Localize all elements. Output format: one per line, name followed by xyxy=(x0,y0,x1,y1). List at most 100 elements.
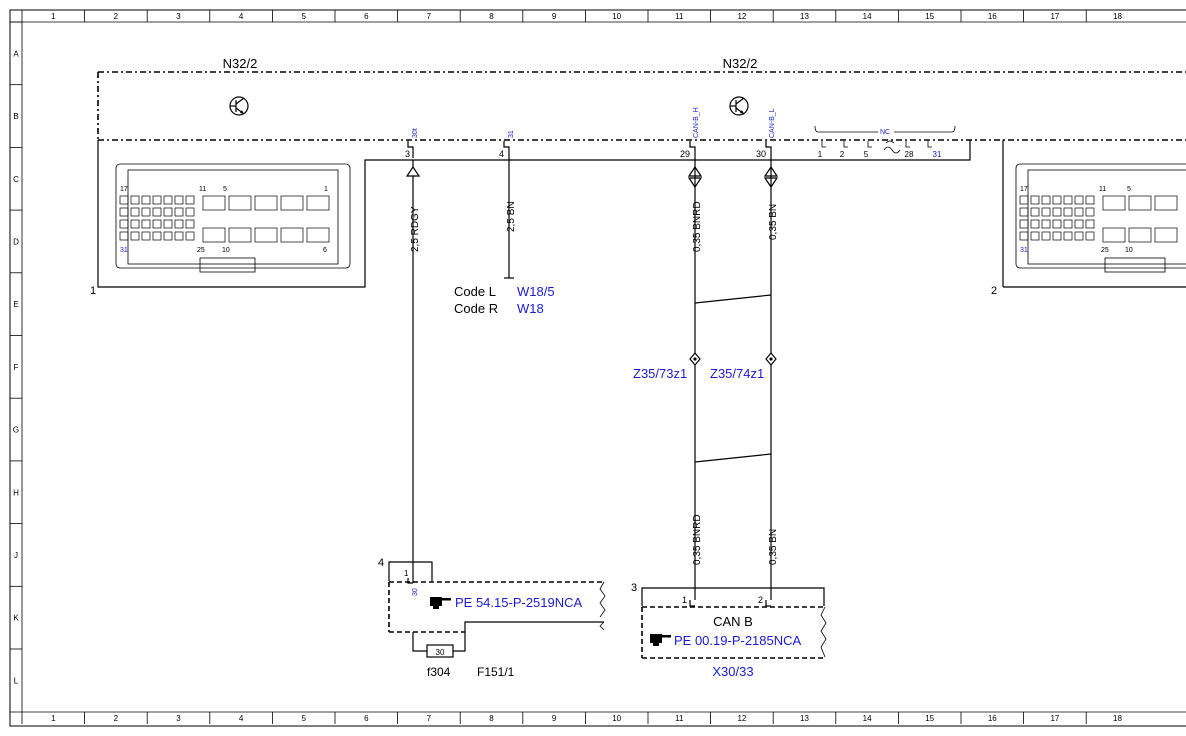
can-block-ref[interactable]: PE 00.19-P-2185NCA xyxy=(674,633,802,648)
connector-cavity xyxy=(1074,195,1084,205)
column-number: 8 xyxy=(489,12,494,21)
can-block-name[interactable]: X30/33 xyxy=(712,664,753,679)
nc-pin-1: 1 xyxy=(818,150,823,159)
column-number: 16 xyxy=(988,12,997,21)
column-number: 18 xyxy=(1113,12,1122,21)
pin-number-29: 29 xyxy=(680,149,690,159)
pointing-hand-icon xyxy=(650,634,671,646)
nc-label: NC xyxy=(880,129,890,136)
nc-pin-2: 2 xyxy=(840,150,845,159)
connector-cavity xyxy=(1041,219,1051,229)
connector-cavity xyxy=(1052,207,1062,217)
connector-cavity xyxy=(185,219,195,229)
row-letter: D xyxy=(13,237,19,246)
column-number: 10 xyxy=(612,714,621,723)
column-number: 16 xyxy=(988,714,997,723)
row-letter: G xyxy=(13,426,19,435)
connector-cavity xyxy=(1154,195,1178,211)
fuse-name: f304 xyxy=(427,665,451,679)
pointing-hand-icon xyxy=(430,597,451,609)
connector-cavity xyxy=(254,227,278,243)
connector-cavity xyxy=(152,231,162,241)
column-number: 13 xyxy=(800,714,809,723)
column-number: 3 xyxy=(176,714,181,723)
column-number: 15 xyxy=(925,12,934,21)
connector-cavity xyxy=(202,227,226,243)
connector-cavity xyxy=(306,195,330,211)
column-number: 6 xyxy=(364,12,369,21)
pin-label-31: 31 xyxy=(120,247,128,254)
wire-label-bn-upper: 0,35 BN xyxy=(768,204,779,240)
connector-cavity xyxy=(152,219,162,229)
connector-cavity xyxy=(1030,195,1040,205)
connector-cavity xyxy=(174,195,184,205)
connector-cavity xyxy=(1052,195,1062,205)
can-block-index: 3 xyxy=(631,582,637,594)
wire-label-bn-lower: 0,35 BN xyxy=(768,529,779,565)
transistor-icon xyxy=(229,96,249,116)
connector-cavity xyxy=(130,195,140,205)
splice-icon xyxy=(689,352,701,366)
column-number: 4 xyxy=(239,714,244,723)
column-number: 1 xyxy=(51,12,56,21)
splice-label-right[interactable]: Z35/74z1 xyxy=(710,366,764,381)
pin-4 xyxy=(503,141,514,279)
pin-number-3: 3 xyxy=(405,149,410,159)
connector-cavity xyxy=(185,207,195,217)
connector-cavity xyxy=(141,231,151,241)
column-number: 5 xyxy=(301,714,306,723)
column-number: 14 xyxy=(863,12,872,21)
connector-cavity xyxy=(141,195,151,205)
connector-cavity xyxy=(254,195,278,211)
connector-cavity xyxy=(119,219,129,229)
row-letter: B xyxy=(13,112,18,121)
code-l-label: Code L xyxy=(454,284,496,299)
connector-cavity xyxy=(1063,219,1073,229)
row-letter: H xyxy=(13,488,19,497)
connector-cavity xyxy=(152,207,162,217)
column-number: 5 xyxy=(301,12,306,21)
column-number: 10 xyxy=(612,12,621,21)
module-outline xyxy=(97,71,1186,141)
connector-cavity xyxy=(1019,207,1029,217)
wire-label-bnrd-upper: 0,35 BNRD xyxy=(692,201,703,252)
nc-pin-group xyxy=(814,125,956,154)
can-block-title: CAN B xyxy=(713,614,753,629)
row-letter: C xyxy=(13,175,19,184)
nc-pin-28: 28 xyxy=(905,150,914,159)
column-number: 17 xyxy=(1050,714,1059,723)
connector-cavity xyxy=(1085,219,1095,229)
splice-label-left[interactable]: Z35/73z1 xyxy=(633,366,687,381)
connector-cavity xyxy=(1102,227,1126,243)
connector-cavity xyxy=(1041,231,1051,241)
fuse-block-ref[interactable]: PE 54.15-P-2519NCA xyxy=(455,595,583,610)
row-letter: J xyxy=(14,551,18,560)
connector-cavity xyxy=(306,227,330,243)
connector-cavity xyxy=(1019,219,1029,229)
code-l-value[interactable]: W18/5 xyxy=(517,284,555,299)
pin-label-25: 25 xyxy=(197,247,205,254)
connector-cavity xyxy=(1074,207,1084,217)
connector-cavity xyxy=(163,231,173,241)
code-r-value[interactable]: W18 xyxy=(517,301,544,316)
module-title-right: N32/2 xyxy=(723,56,758,71)
connector-cavity xyxy=(1030,219,1040,229)
pin-tag-31: 31 xyxy=(508,130,515,138)
column-number: 7 xyxy=(427,12,432,21)
wire-label-bnrd-lower: 0,35 BNRD xyxy=(692,514,703,565)
fuse-block-pin: 1 xyxy=(404,569,409,578)
connector-cavity xyxy=(1030,231,1040,241)
column-number: 11 xyxy=(675,12,684,21)
connector-cavity xyxy=(174,207,184,217)
pin-number-4: 4 xyxy=(499,149,504,159)
pin-label-10: 10 xyxy=(222,247,230,254)
connector-cavity xyxy=(1085,207,1095,217)
column-number: 17 xyxy=(1050,12,1059,21)
module-title-left: N32/2 xyxy=(223,56,258,71)
row-letter: E xyxy=(13,300,18,309)
pin-3 xyxy=(405,141,421,552)
pin-label-5: 5 xyxy=(223,186,227,193)
pin-label-5-right: 5 xyxy=(1127,186,1131,193)
connector-id-right: 2 xyxy=(991,285,997,297)
